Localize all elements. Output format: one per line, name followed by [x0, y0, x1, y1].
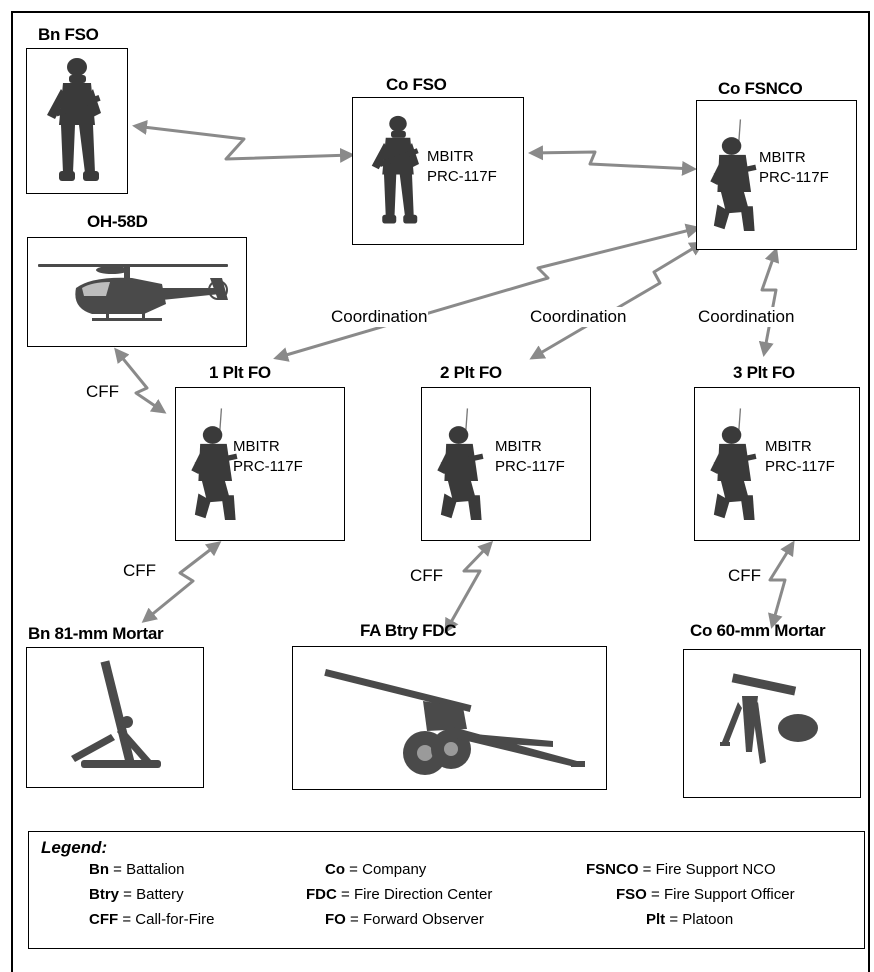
legend-entry-fso: FSO = Fire Support Officer: [616, 886, 795, 903]
bn-fso-box: [26, 48, 128, 194]
cff-label-fa: CFF: [409, 566, 445, 586]
co-fso-radio-prc: PRC-117F: [427, 168, 497, 185]
link-bnfso-cofso: [132, 119, 355, 163]
legend-entry-btry: Btry = Battery: [89, 886, 184, 903]
bn-fso-title: Bn FSO: [38, 25, 99, 44]
mortar-icon: [720, 673, 818, 764]
plt1-title: 1 Plt FO: [209, 363, 271, 382]
fa-btry-box: [292, 646, 607, 790]
link-oh58-plt1: [114, 347, 167, 414]
plt2-box: MBITR PRC-117F: [421, 387, 591, 541]
diagram-frame: [11, 11, 870, 972]
link-cofsnco-plt3: [758, 247, 780, 357]
co-fsnco-radio-mbitr: MBITR: [759, 149, 806, 166]
link-cofso-cofsnco: [528, 145, 697, 176]
legend-entry-bn: Bn = Battalion: [89, 861, 185, 878]
legend-entry-fsnco: FSNCO = Fire Support NCO: [586, 861, 776, 878]
co-fso-title: Co FSO: [386, 75, 447, 94]
howitzer-icon: [324, 668, 585, 775]
helicopter-icon: [38, 264, 228, 321]
link-plt3-comortar: [768, 540, 795, 629]
cff-label-co-mortar: CFF: [727, 566, 763, 586]
legend-entry-plt: Plt = Platoon: [646, 911, 734, 928]
plt1-box: MBITR PRC-117F: [175, 387, 345, 541]
plt3-radio-mbitr: MBITR: [765, 438, 812, 455]
plt3-title: 3 Plt FO: [733, 363, 795, 382]
soldier-kneeling-icon: [437, 408, 484, 521]
plt2-radio-mbitr: MBITR: [495, 438, 542, 455]
link-plt2-fa: [444, 540, 494, 634]
link-plt1-bnmortar: [141, 541, 222, 623]
bn-mortar-title: Bn 81-mm Mortar: [28, 624, 164, 643]
legend-title: Legend:: [41, 838, 108, 857]
legend-entry-fo: FO = Forward Observer: [325, 911, 484, 928]
cff-label-oh58: CFF: [85, 382, 121, 402]
coordination-label-3: Coordination: [697, 307, 796, 327]
co-mortar-box: [683, 649, 861, 798]
co-fsnco-title: Co FSNCO: [718, 79, 803, 98]
fa-btry-title: FA Btry FDC: [360, 621, 457, 640]
legend-entry-co: Co = Company: [325, 861, 427, 878]
link-cofsnco-plt2: [529, 241, 705, 360]
soldier-kneeling-icon: [710, 408, 757, 521]
plt3-box: MBITR PRC-117F: [694, 387, 860, 541]
mortar-icon: [71, 660, 161, 768]
soldier-standing-icon: [47, 58, 101, 181]
soldier-standing-icon: [371, 115, 419, 224]
plt3-radio-prc: PRC-117F: [765, 458, 835, 475]
legend-entry-cff: CFF = Call-for-Fire: [89, 911, 215, 928]
bn-mortar-box: [26, 647, 204, 788]
co-mortar-title: Co 60-mm Mortar: [690, 621, 826, 640]
co-fso-box: MBITR PRC-117F: [352, 97, 524, 245]
soldier-kneeling-icon: [191, 408, 238, 521]
coordination-label-1: Coordination: [330, 307, 429, 327]
oh58d-box: [27, 237, 247, 347]
legend: Legend: Bn = Battalion Co = Company FSNC…: [28, 831, 865, 949]
legend-entry-fdc: FDC = Fire Direction Center: [306, 886, 493, 903]
soldier-kneeling-icon: [710, 119, 757, 232]
co-fso-radio-mbitr: MBITR: [427, 148, 474, 165]
plt1-radio-prc: PRC-117F: [233, 458, 303, 475]
oh58d-title: OH-58D: [87, 212, 148, 231]
plt2-radio-prc: PRC-117F: [495, 458, 565, 475]
cff-label-bn-mortar: CFF: [122, 561, 158, 581]
co-fsnco-box: MBITR PRC-117F: [696, 100, 857, 250]
coordination-label-2: Coordination: [529, 307, 628, 327]
link-cofsnco-plt1: [273, 223, 701, 362]
co-fsnco-radio-prc: PRC-117F: [759, 169, 829, 186]
plt2-title: 2 Plt FO: [440, 363, 502, 382]
plt1-radio-mbitr: MBITR: [233, 438, 280, 455]
